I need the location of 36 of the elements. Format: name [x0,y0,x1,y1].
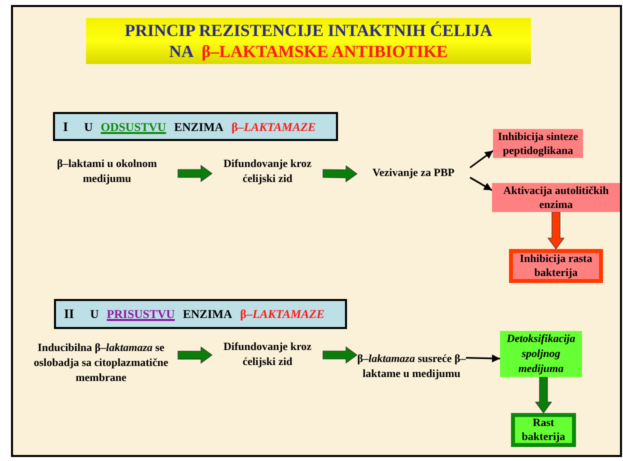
step-text: Difundovanje kroz ćelijski zid [212,157,323,187]
step-text: Inducibilna β–laktamaza se oslobadja sa citoplazmatične membrane [24,340,178,386]
block-arrow [322,346,358,364]
step-text: β–laktamaza susreće β–laktame u medijumu [357,344,466,390]
section-header-box [53,112,338,141]
step-text: β–laktami u okolnom medijumu [36,157,178,187]
arrow [470,176,492,191]
result-box: Detoksifikacija spoljnog medijuma [500,331,582,377]
step-text: Vezivanje za PBP [357,164,470,182]
result-box: Aktivacija autolitičkih enzima [492,183,620,212]
section-number: I [63,118,68,136]
block-arrow [178,346,213,364]
header-text: U [90,306,99,323]
title-highlight: β–LAKTAMSKE ANTIBIOTIKE [202,41,448,62]
title-text: NA [169,41,194,62]
title-banner [86,18,531,64]
result-box: Inhibicija sinteze peptidoglikana [493,129,583,158]
header-text: ENZIMA [174,118,224,136]
header-text: β–LAKTAMAZE [240,306,325,323]
outcome-box: Inhibicija rasta bakterija [509,249,603,283]
header-text: β–LAKTAMAZE [231,118,316,136]
step-text: Difundovanje kroz ćelijski zid [212,340,323,370]
header-text: ENZIMA [182,306,232,323]
header-text: PRISUSTVU [106,306,175,323]
block-arrow [534,376,552,414]
block-arrow [322,165,358,182]
block-arrow [178,164,213,182]
block-arrow [547,212,565,250]
arrow [466,354,500,362]
header-text: U [84,118,93,136]
arrow [470,150,494,168]
section-header-box [54,299,347,329]
title-text: PRINCIP REZISTENCIJE INTAKTNIH ĆELIJA [124,20,492,41]
outcome-box: Rast bakterija [511,413,576,447]
section-number: II [64,305,74,324]
header-text: ODSUSTVU [100,118,166,136]
